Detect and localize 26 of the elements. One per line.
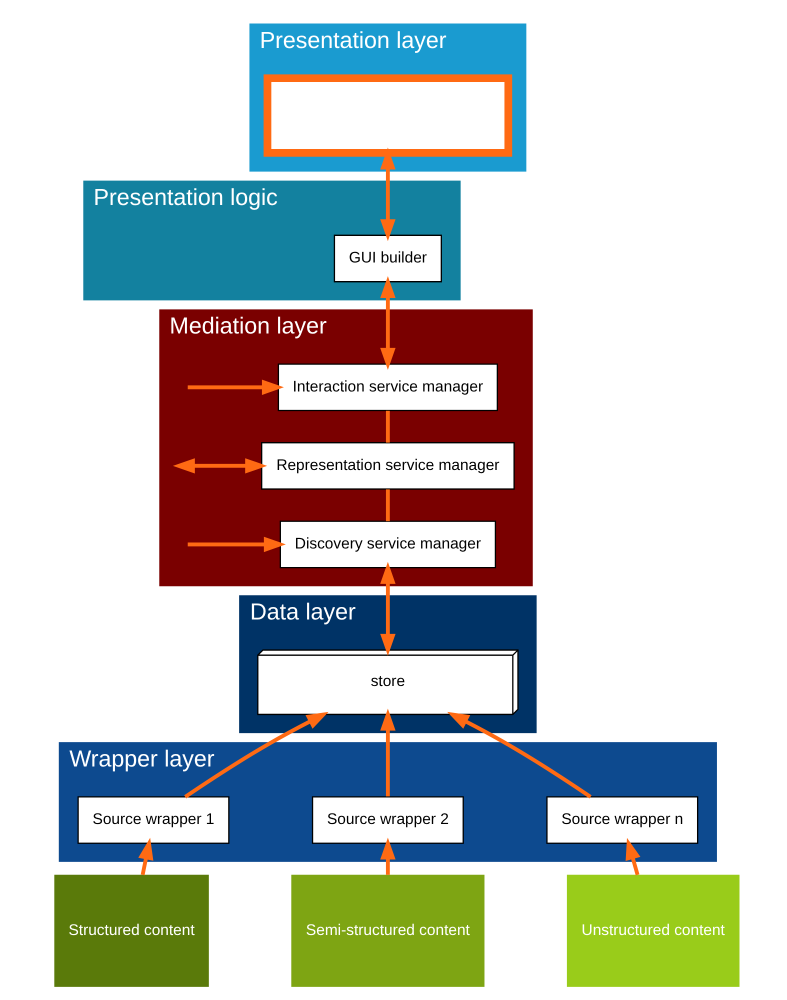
arrow [380, 708, 396, 796]
node-box: Source wrapper 2 [311, 796, 464, 844]
node-box: Representation service manager [260, 442, 514, 490]
cluster: Presentation layer [248, 23, 526, 172]
arrow [187, 380, 284, 395]
connector [385, 410, 390, 443]
arrow [184, 712, 328, 798]
arrow [380, 838, 396, 875]
arrow [172, 458, 267, 474]
connector [385, 489, 390, 522]
node-box: Semi-structured content [290, 874, 484, 987]
node-box: Source wrapper n [546, 796, 698, 844]
node-box: Discovery service manager [279, 520, 496, 568]
arrow [380, 276, 396, 370]
node-box [263, 74, 512, 157]
node-box: GUI builder [333, 234, 442, 282]
arrow [380, 148, 396, 242]
arrow [380, 562, 396, 656]
node-box: Structured content [54, 874, 208, 987]
node-box: Unstructured content [566, 874, 739, 987]
node-box: Interaction service manager [277, 363, 498, 412]
arrow [625, 838, 640, 876]
arrow [446, 712, 592, 798]
node-box: Source wrapper 1 [76, 796, 229, 844]
arrow [138, 838, 153, 876]
arrow [187, 536, 286, 552]
